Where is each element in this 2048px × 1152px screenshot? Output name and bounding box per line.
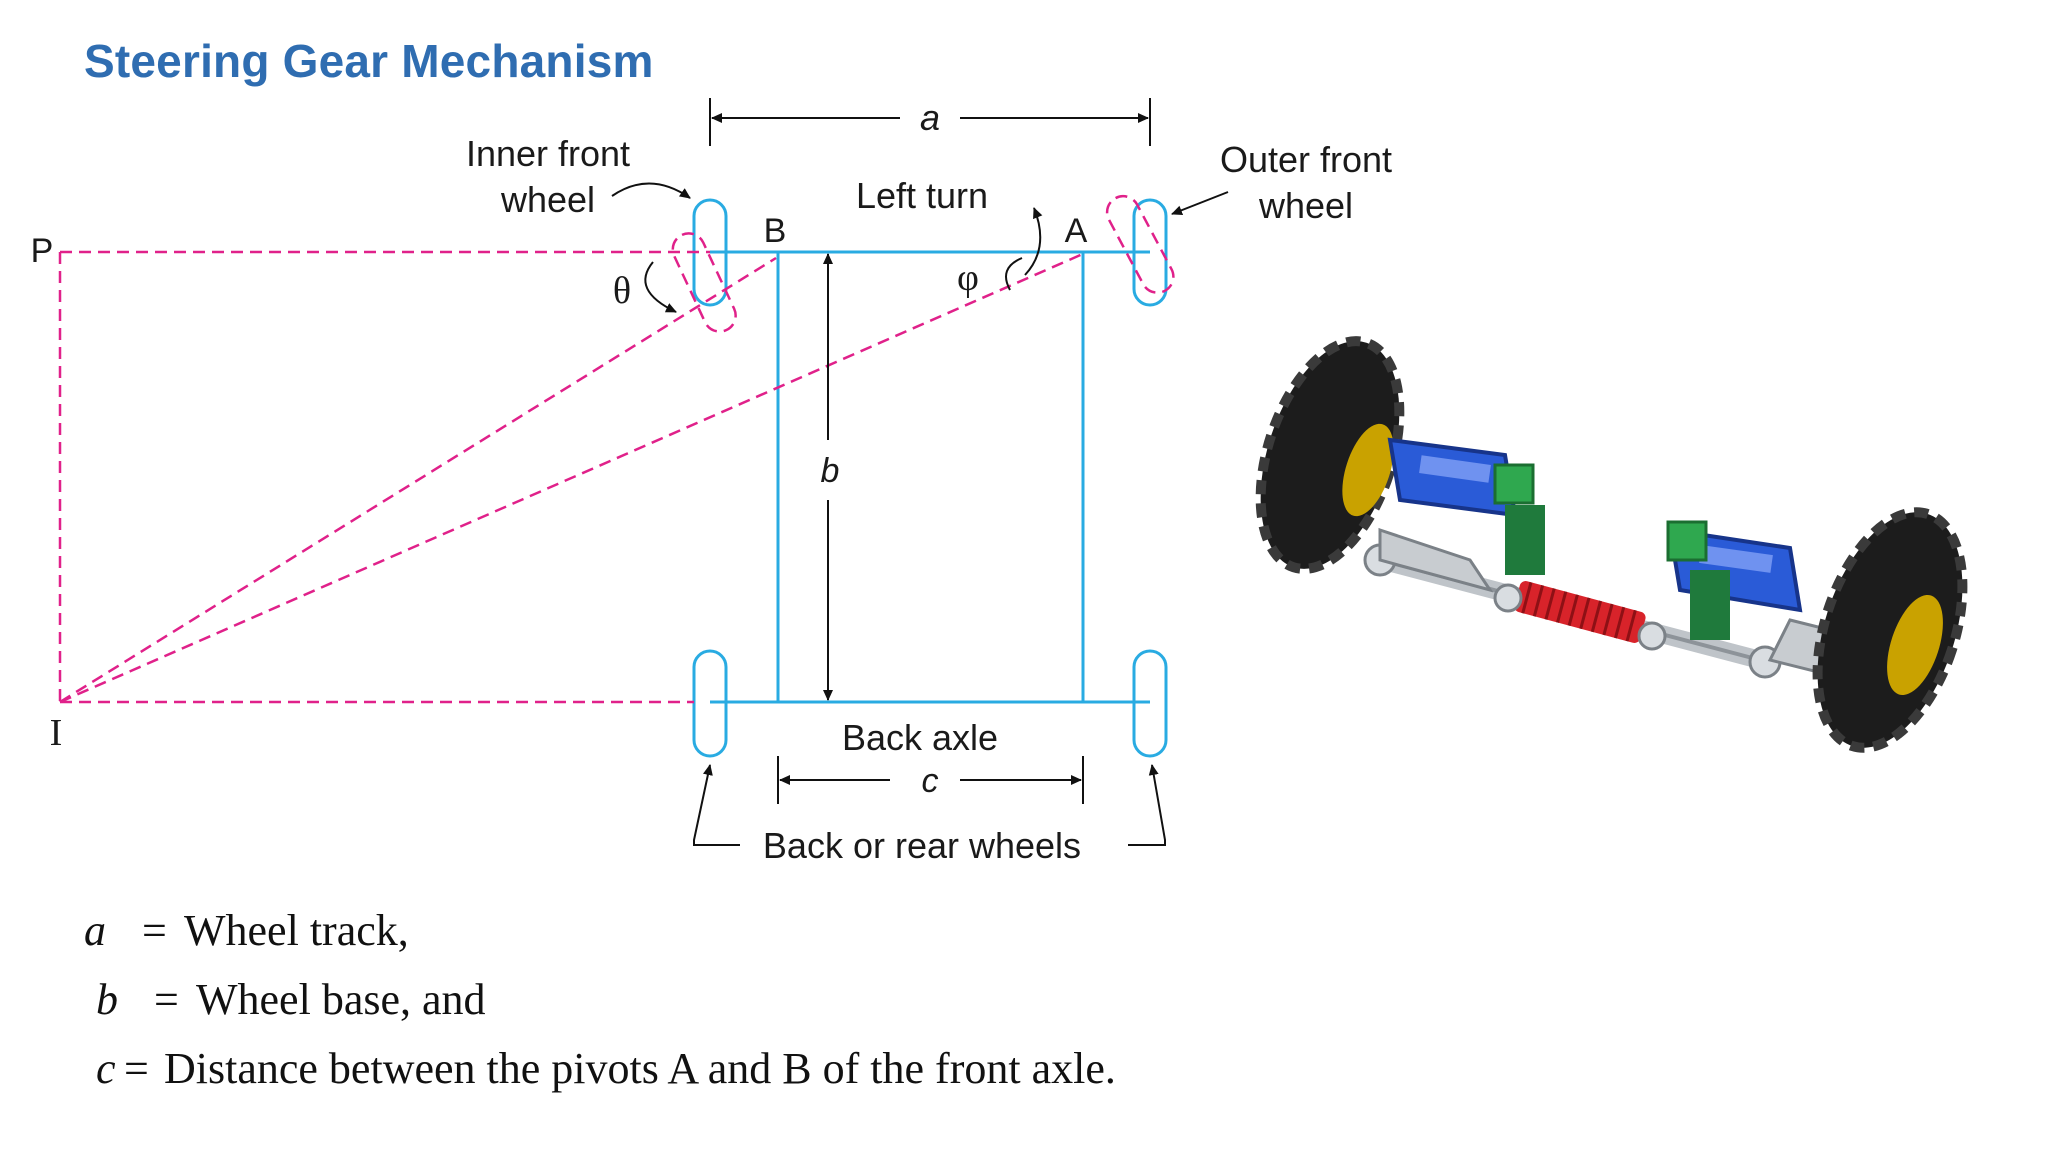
rear-wheels-label: Back or rear wheels: [763, 825, 1081, 866]
definition-text: Distance between the pivots A and B of t…: [164, 1044, 1116, 1093]
dimension-c: c: [777, 756, 1084, 804]
outer-wheel-turned: [1105, 194, 1175, 294]
left-turn-arrow: [1024, 207, 1043, 276]
definitions-list: a = Wheel track, b = Wheel base, and c =…: [84, 905, 1116, 1112]
pivot-a-label: A: [1065, 212, 1088, 250]
theta-arc: [644, 261, 677, 313]
definition-equals: =: [124, 1044, 149, 1093]
label-b: b: [821, 452, 840, 490]
definition-symbol: b: [96, 975, 118, 1024]
definition-a: a = Wheel track,: [84, 905, 1116, 974]
turning-geometry: [58, 194, 1175, 704]
vehicle-frame: [692, 198, 1168, 758]
outer-front-wheel-label-2: wheel: [1258, 185, 1353, 226]
rear-wheels-bracket: [693, 764, 1166, 846]
definition-equals: =: [154, 975, 179, 1024]
outer-front-wheel-shape: [1132, 198, 1168, 307]
theta-label: θ: [613, 270, 631, 312]
definition-c: c = Distance between the pivots A and B …: [84, 1043, 1116, 1112]
label-c: c: [922, 762, 939, 800]
left-turn-label: Left turn: [856, 175, 988, 216]
definition-text: Wheel base, and: [196, 975, 486, 1024]
page-title: Steering Gear Mechanism: [84, 35, 654, 87]
pivot-b-label: B: [764, 212, 787, 250]
outer-wheel-pointer: [1171, 191, 1229, 215]
label-a: a: [920, 97, 940, 138]
rear-left-wheel: [692, 649, 728, 758]
point-p-label: P: [31, 232, 54, 270]
3d-steering-axle-render: [1255, 336, 1968, 753]
dimension-b: b: [821, 253, 840, 701]
inner-front-wheel-label-2: wheel: [500, 179, 595, 220]
definition-symbol: a: [84, 906, 106, 955]
definition-equals: =: [142, 906, 167, 955]
point-i-label: I: [50, 712, 63, 754]
inner-front-wheel-label-1: Inner front: [466, 133, 630, 174]
line-i-b: [59, 256, 777, 704]
back-axle-label: Back axle: [842, 717, 998, 758]
phi-label: φ: [957, 257, 979, 299]
phi-arc: [1005, 257, 1023, 291]
inner-wheel-turned: [671, 232, 737, 333]
definition-symbol: c: [96, 1044, 116, 1093]
definition-b: b = Wheel base, and: [84, 974, 1116, 1043]
line-i-a: [59, 251, 1086, 704]
rear-right-wheel: [1132, 649, 1168, 758]
definition-text: Wheel track,: [184, 906, 409, 955]
outer-front-wheel-label-1: Outer front: [1220, 139, 1392, 180]
dimension-a: a: [709, 97, 1151, 146]
inner-wheel-pointer: [611, 182, 691, 199]
